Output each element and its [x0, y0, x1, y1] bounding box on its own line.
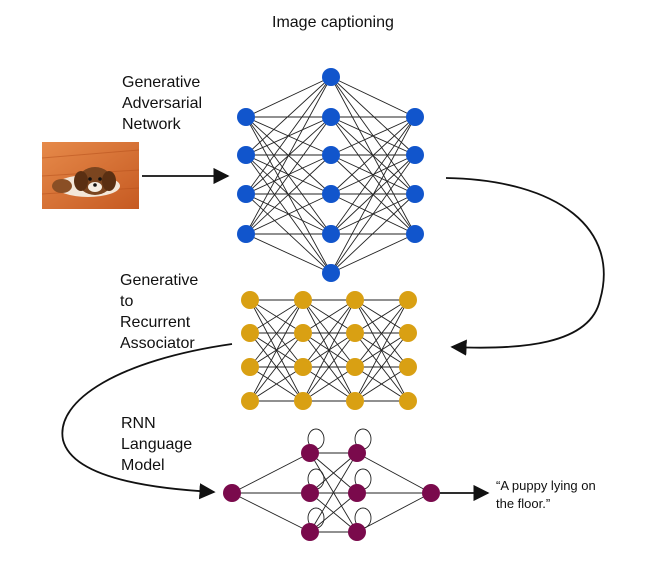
associator-node — [294, 358, 312, 376]
associator-node — [346, 358, 364, 376]
rnn-label: RNN Language Model — [121, 415, 193, 474]
gan-node — [406, 108, 424, 126]
associator-node — [399, 291, 417, 309]
network-edge — [354, 366, 409, 402]
network-edge — [354, 299, 409, 334]
rnn-node — [301, 444, 319, 462]
network-edge — [356, 492, 432, 533]
network-edge — [309, 452, 358, 494]
network-edge — [330, 76, 416, 118]
network-edge — [302, 366, 356, 402]
network-edge — [309, 492, 358, 533]
gan-label: Generative Adversarial Network — [122, 74, 203, 133]
network-edge — [309, 452, 358, 533]
network-edge — [245, 154, 332, 235]
associator-node — [241, 324, 259, 342]
network-edge — [330, 193, 416, 274]
diagram-title: Image captioning — [272, 14, 394, 31]
network-edge — [330, 154, 416, 195]
associator-node — [346, 291, 364, 309]
network-edge — [245, 116, 332, 235]
network-edge — [302, 299, 356, 368]
network-edge — [249, 299, 304, 368]
associator-node — [399, 392, 417, 410]
gan-node — [406, 225, 424, 243]
network-edge — [245, 193, 332, 235]
network-edge — [330, 116, 416, 274]
network-edge — [330, 154, 416, 274]
rnn-node — [348, 444, 366, 462]
network-edge — [330, 76, 416, 195]
network-edge — [249, 299, 304, 402]
associator-node — [399, 358, 417, 376]
rnn-node — [223, 484, 241, 502]
associator-node — [241, 358, 259, 376]
associator-node — [346, 392, 364, 410]
associator-to-rnn-arrow — [61, 343, 233, 500]
network-edge — [356, 452, 432, 494]
network-edge — [231, 452, 311, 494]
gan-node — [237, 185, 255, 203]
network-edge — [354, 332, 409, 402]
rnn-node — [422, 484, 440, 502]
output-caption: “A puppy lying on the floor.” — [496, 478, 596, 511]
network-edge — [245, 76, 332, 195]
gan-node — [322, 68, 340, 86]
network-edge — [245, 76, 332, 235]
network-edge — [330, 116, 416, 156]
network-edge — [330, 233, 416, 274]
network-edge — [245, 76, 332, 156]
gan-to-associator-arrow — [445, 177, 605, 356]
network-edge — [330, 76, 416, 156]
network-edge — [302, 332, 356, 402]
associator-node — [241, 291, 259, 309]
gan-node — [237, 225, 255, 243]
network-nodes — [223, 68, 440, 541]
gan-node — [237, 146, 255, 164]
network-edge — [245, 76, 332, 118]
network-edge — [330, 116, 416, 195]
network-edge — [231, 492, 311, 533]
network-edge — [245, 154, 332, 195]
rnn-node — [301, 484, 319, 502]
network-edge — [354, 299, 409, 368]
network-edge — [245, 193, 332, 274]
gan-node — [406, 185, 424, 203]
associator-node — [399, 324, 417, 342]
gan-node — [322, 146, 340, 164]
associator-node — [294, 291, 312, 309]
rnn-node — [348, 484, 366, 502]
network-edge — [302, 299, 356, 402]
associator-node — [294, 392, 312, 410]
rnn-node — [301, 523, 319, 541]
network-edge — [354, 299, 409, 402]
network-edge — [302, 299, 356, 334]
rnn-node — [348, 523, 366, 541]
associator-node — [294, 324, 312, 342]
network-edge — [249, 332, 304, 402]
network-edge — [330, 116, 416, 235]
associator-node — [241, 392, 259, 410]
gan-node — [322, 264, 340, 282]
associator-label: Generative to Recurrent Associator — [120, 272, 199, 352]
gan-node — [237, 108, 255, 126]
network-edge — [249, 299, 304, 334]
network-edge — [245, 233, 332, 274]
gan-node — [322, 185, 340, 203]
gan-node — [322, 225, 340, 243]
associator-node — [346, 324, 364, 342]
network-edge — [249, 366, 304, 402]
network-edges — [231, 76, 432, 533]
gan-node — [406, 146, 424, 164]
gan-node — [322, 108, 340, 126]
puppy-photo-icon — [41, 142, 140, 209]
